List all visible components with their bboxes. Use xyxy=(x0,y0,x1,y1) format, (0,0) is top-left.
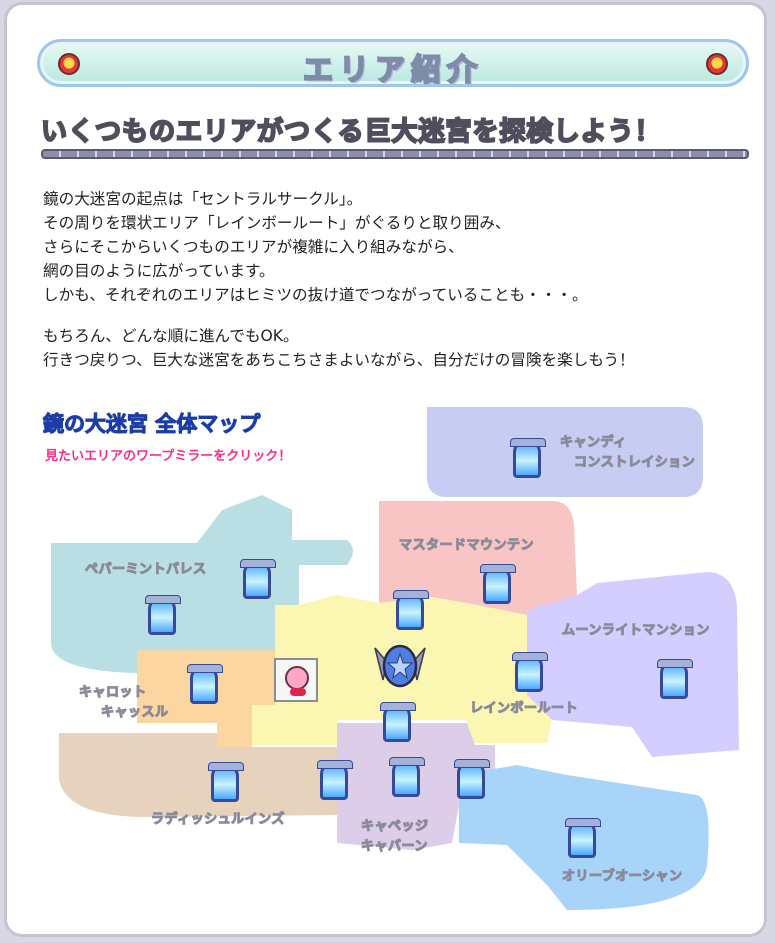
area-region-candy xyxy=(51,407,739,910)
area-shape-mustard xyxy=(379,501,577,615)
area-label-cabbage[interactable]: キャベッジ キャバーン xyxy=(360,818,429,854)
warp-mirror-icon[interactable] xyxy=(454,759,490,799)
area-label-mustard[interactable]: マスタードマウンテン xyxy=(398,537,535,553)
intro-line: 網の目のように広がっています。 xyxy=(43,262,275,280)
warp-mirror-icon[interactable] xyxy=(240,559,276,599)
warp-mirror-icon[interactable] xyxy=(393,590,429,630)
intro-line: もちろん、どんな順に進んでもOK。 xyxy=(43,327,299,345)
area-shape-moonlight xyxy=(527,572,739,757)
intro-line: 鏡の大迷宮の起点は「セントラルサークル」。 xyxy=(43,190,363,208)
warp-mirror-icon[interactable] xyxy=(187,664,223,704)
area-label-candy[interactable]: キャンディ コンストレイション xyxy=(559,434,696,470)
intro-paragraph: 鏡の大迷宮の起点は「セントラルサークル」。 その周りを環状エリア「レインボールー… xyxy=(43,187,588,307)
warp-mirror-icon[interactable] xyxy=(657,659,693,699)
section-subtitle: いくつものエリアがつくる巨大迷宮を探検しよう！ xyxy=(40,116,662,148)
warp-mirror-icon[interactable] xyxy=(389,757,425,797)
warp-mirror-icon[interactable] xyxy=(145,595,181,635)
area-shape-peppermint xyxy=(51,495,353,673)
page-title: エリア紹介 xyxy=(302,52,483,89)
warp-mirror-icon[interactable] xyxy=(510,438,546,478)
warp-mirror-icon[interactable] xyxy=(380,702,416,742)
area-label-carrot[interactable]: キャロット キャッスル xyxy=(78,684,169,720)
area-shape-radish xyxy=(59,733,337,817)
map-hint: 見たいエリアのワープミラーをクリック！ xyxy=(45,449,292,464)
decorative-divider xyxy=(41,149,749,159)
intro-paragraph-2: もちろん、どんな順に進んでもOK。 行きつ戻りつ、巨大な迷宮をあちこちさまよいな… xyxy=(43,324,635,372)
warp-mirror-icon[interactable] xyxy=(208,762,244,802)
star-icon xyxy=(706,53,728,75)
warp-mirror-icon[interactable] xyxy=(512,652,548,692)
map-title: 鏡の大迷宮 全体マップ xyxy=(42,412,261,437)
area-label-olive[interactable]: オリーブオーシャン xyxy=(561,868,683,884)
central-circle-mirror-icon[interactable] xyxy=(373,642,427,690)
area-shape-candy xyxy=(427,407,703,497)
star-icon xyxy=(58,53,80,75)
page-header: エリア紹介 xyxy=(37,39,749,89)
warp-mirror-icon[interactable] xyxy=(317,760,353,800)
current-position-marker[interactable] xyxy=(274,658,318,702)
page-frame: エリア紹介 いくつものエリアがつくる巨大迷宮を探検しよう！ 鏡の大迷宮の起点は「… xyxy=(4,2,767,937)
area-label-radish[interactable]: ラディッシュルインズ xyxy=(150,811,285,827)
kirby-icon xyxy=(285,666,309,696)
intro-line: 行きつ戻りつ、巨大な迷宮をあちこちさまよいながら、自分だけの冒険を楽しもう！ xyxy=(43,351,635,369)
intro-line: その周りを環状エリア「レインボールート」がぐるりと取り囲み、 xyxy=(43,214,511,232)
warp-mirror-icon[interactable] xyxy=(565,818,601,858)
area-label-rainbow[interactable]: レインボールート xyxy=(469,700,579,716)
intro-line: しかも、それぞれのエリアはヒミツの抜け道でつながっていることも・・・。 xyxy=(43,286,588,304)
area-label-moonlight[interactable]: ムーンライトマンション xyxy=(561,622,710,638)
warp-mirror-icon[interactable] xyxy=(480,564,516,604)
area-label-peppermint[interactable]: ペパーミントパレス xyxy=(84,561,207,577)
intro-line: さらにそこからいくつものエリアが複雑に入り組みながら、 xyxy=(43,238,464,256)
